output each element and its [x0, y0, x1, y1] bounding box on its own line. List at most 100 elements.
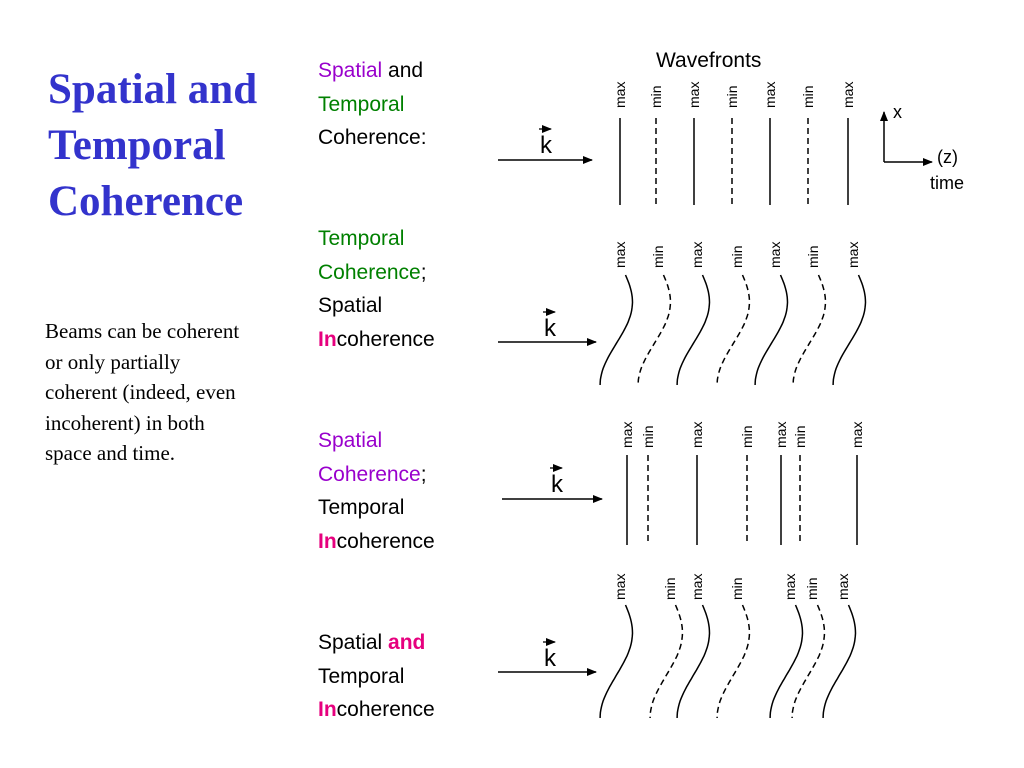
wavefront-max [599, 604, 634, 719]
wavefronts-header: Wavefronts [656, 49, 761, 72]
wavefront-label-max: max [689, 574, 705, 600]
wavefront-label-max: max [612, 82, 628, 108]
panel-label-line: Coherence: [318, 121, 427, 155]
wavefront-label-max: max [686, 82, 702, 108]
panel-label-line: Coherence; [318, 256, 435, 290]
label-segment: Spatial [318, 59, 383, 82]
panel-label-line: Spatial [318, 289, 435, 323]
wavefront-label-max: max [840, 82, 856, 108]
wavefront-max [754, 274, 789, 386]
label-segment: Temporal [318, 227, 405, 250]
wavefront-label-min: min [640, 425, 656, 448]
wavefront-min [649, 604, 684, 719]
title-line: Spatial and [48, 66, 258, 113]
wavefront-label-max: max [835, 574, 851, 600]
label-segment: Coherence [318, 260, 421, 284]
panel-label-line: Incoherence [318, 323, 435, 357]
wavefront-label-max: max [689, 422, 705, 448]
label-segment: ; [420, 260, 427, 284]
wavefront-min [637, 274, 672, 386]
wavefront-label-max: max [612, 242, 628, 268]
wavefront-label-min: min [648, 85, 664, 108]
panel-label-line: Temporal [318, 88, 427, 122]
body-line: or only partially [45, 349, 181, 374]
k-label: k [544, 315, 557, 342]
panel-label-line: Incoherence [318, 693, 435, 727]
wavefront-max [599, 274, 634, 386]
panel-label-line: Temporal [318, 660, 435, 694]
wavefront-max [822, 604, 857, 719]
axis-label-x: x [893, 102, 902, 122]
body-line: Beams can be coherent [45, 319, 240, 343]
wavefront-label-min: min [662, 577, 678, 600]
label-segment: coherence [336, 698, 435, 721]
title-line: Coherence [48, 178, 244, 225]
wavefront-label-max: max [689, 242, 705, 268]
label-segment: In [318, 698, 337, 721]
panel-label-line: Coherence; [318, 458, 435, 492]
wavefront-lines [599, 118, 867, 719]
wavefront-max [832, 274, 867, 386]
body-text: Beams can be coherent or only partially … [45, 316, 295, 469]
wavefront-label-min: min [724, 85, 740, 108]
wavefront-label-max: max [782, 574, 798, 600]
label-segment: Spatial [318, 294, 383, 317]
axis-label-time: time [930, 173, 964, 193]
label-segment: Temporal [318, 496, 405, 519]
label-segment: and [382, 59, 424, 82]
wavefront-min [792, 274, 827, 386]
wavefront-label-max: max [762, 82, 778, 108]
wavefront-label-min: min [729, 577, 745, 600]
wavefront-max [676, 274, 711, 386]
wavefront-label-max: max [773, 422, 789, 448]
panel-label-line: Temporal [318, 491, 435, 525]
wavefront-label-min: min [805, 245, 821, 268]
axis-indicator: x (z) time [880, 102, 964, 193]
k-label: k [551, 471, 564, 498]
wavefront-max [676, 604, 711, 719]
k-label: k [544, 645, 557, 672]
wavefront-label-min: min [729, 245, 745, 268]
panel-label-line: Spatial and [318, 54, 427, 88]
panel-label-line: Temporal [318, 222, 435, 256]
wavefront-min [716, 274, 751, 386]
body-line: space and time. [45, 441, 176, 465]
wavefront-label-max: max [619, 422, 635, 448]
label-segment: ; [420, 462, 427, 486]
wavefront-min [716, 604, 751, 719]
label-segment: Temporal [318, 664, 405, 688]
body-line: incoherent) in both [45, 410, 205, 435]
panel-label-line: Spatial [318, 424, 435, 458]
wavefront-label-min: min [804, 577, 820, 600]
wavefront-label-min: min [800, 85, 816, 108]
wavefront-label-max: max [845, 242, 861, 268]
panel-label-line: Incoherence [318, 525, 435, 559]
label-segment: In [318, 529, 337, 553]
label-segment: Spatial [318, 429, 383, 452]
label-segment: Coherence [318, 462, 421, 486]
label-segment: coherence [336, 529, 435, 553]
wavefront-max [769, 604, 804, 719]
label-segment: Spatial [318, 631, 389, 654]
wavefront-min [791, 604, 826, 719]
label-segment: In [318, 327, 337, 351]
label-segment: Coherence: [318, 126, 427, 149]
label-segment: and [388, 631, 426, 654]
wavefront-label-min: min [739, 425, 755, 448]
wavefront-label-max: max [612, 574, 628, 600]
label-segment: coherence [336, 327, 435, 351]
wavefront-label-max: max [767, 242, 783, 268]
label-segment: Temporal [318, 92, 405, 116]
axis-label-z: (z) [937, 147, 958, 167]
wavefront-label-min: min [650, 245, 666, 268]
title-line: Temporal [48, 122, 226, 169]
body-line: coherent (indeed, even [45, 380, 236, 404]
